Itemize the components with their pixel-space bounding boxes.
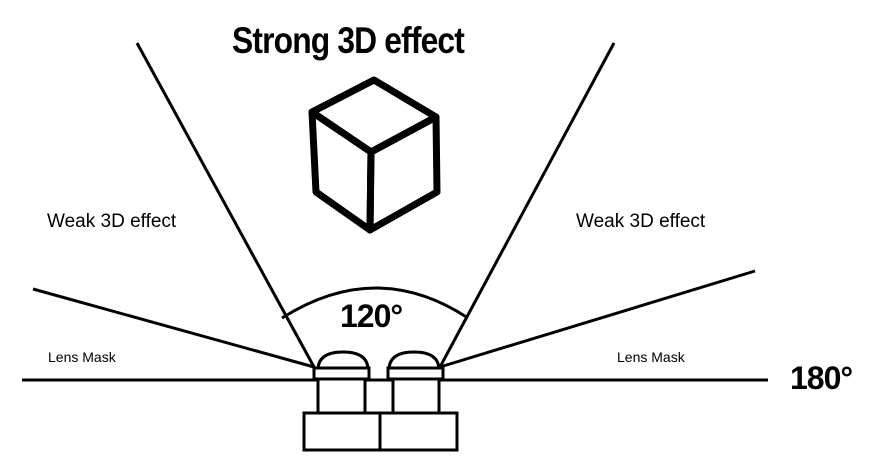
camera-body-right	[378, 411, 459, 452]
label-weak-3d-effect-right: Weak 3D effect	[576, 211, 706, 232]
label-angle-120: 120°	[340, 298, 403, 334]
ray-mask-left	[32, 287, 315, 369]
angle-arc-120	[281, 286, 469, 320]
left-lens-dome	[316, 350, 370, 371]
cube-icon	[308, 76, 441, 234]
right-lens-ring	[386, 366, 445, 381]
right-lens-barrel	[391, 377, 441, 415]
ray-120-right	[438, 42, 616, 368]
left-lens-ring	[312, 366, 371, 381]
label-angle-180: 180°	[790, 360, 853, 396]
right-lens-dome	[387, 350, 441, 371]
label-weak-3d-effect-left: Weak 3D effect	[47, 211, 177, 232]
camera-body-left	[302, 411, 382, 452]
title-strong-3d-effect: Strong 3D effect	[232, 20, 465, 61]
label-lens-mask-right: Lens Mask	[617, 349, 685, 365]
label-lens-mask-left: Lens Mask	[48, 349, 116, 365]
ray-mask-right	[439, 269, 756, 369]
left-lens-barrel	[316, 377, 367, 415]
ray-120-left	[135, 42, 316, 368]
